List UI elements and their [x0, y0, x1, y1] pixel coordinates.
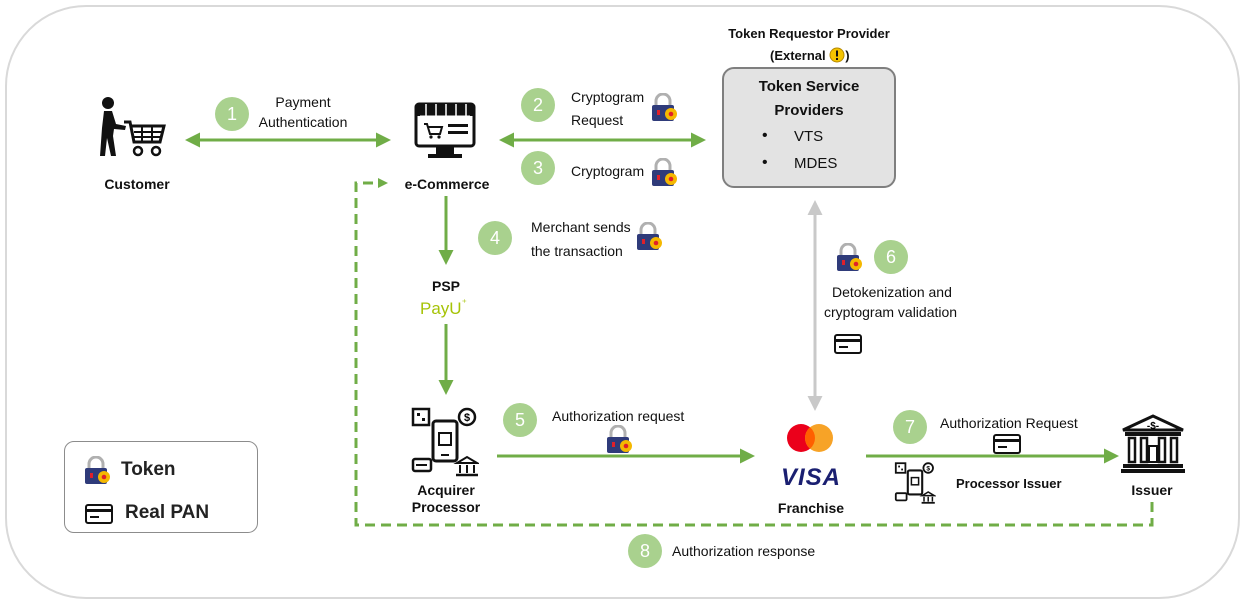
- token-requestor-external: (External ): [770, 46, 850, 66]
- token-requestor-title: Token Requestor Provider: [728, 26, 890, 41]
- token-lock-icon: [637, 222, 662, 250]
- step-4-label-line2: the transaction: [531, 243, 623, 259]
- step-8-label: Authorization response: [672, 543, 816, 559]
- dashed-arrow-head: [378, 178, 388, 188]
- svg-text:$: $: [926, 465, 930, 472]
- step-6-label-line2: cryptogram validation: [824, 304, 958, 320]
- svg-text:$: $: [464, 412, 470, 424]
- mastercard-logo-icon: [787, 424, 833, 452]
- step-4-badge: 4: [478, 221, 512, 255]
- credit-card-icon: [834, 334, 862, 354]
- step-4-label-line1: Merchant sends: [531, 219, 631, 235]
- step-6-label-line1: Detokenization and: [832, 284, 952, 300]
- credit-card-icon: [993, 434, 1021, 454]
- legend-real-pan-label: Real PAN: [125, 502, 210, 523]
- visa-logo: VISA: [780, 464, 841, 491]
- token-lock-icon: [837, 243, 862, 271]
- issuer-label: Issuer: [1131, 482, 1173, 498]
- step-3-badge: 3: [521, 151, 555, 185]
- bank-issuer-icon: -$-: [1121, 414, 1185, 473]
- step-6-badge: 6: [874, 240, 908, 274]
- payu-wordmark: PayU: [420, 299, 462, 318]
- tsp-title-line2: Providers: [774, 102, 844, 119]
- outer-frame: [5, 5, 1240, 599]
- external-close: ): [845, 48, 850, 63]
- acquirer-processor-icon: $: [411, 407, 479, 477]
- ecommerce-label: e-Commerce: [404, 176, 490, 192]
- tsp-item-vts: VTS: [794, 128, 824, 145]
- step-8-badge: 8: [628, 534, 662, 568]
- step-1-badge: 1: [215, 97, 249, 131]
- tsp-title-line1: Token Service: [758, 78, 860, 95]
- step-1-label-line2: Authentication: [258, 114, 348, 130]
- dashed-authorization-response: [354, 181, 1154, 527]
- legend-token-label: Token: [121, 459, 176, 480]
- processor-issuer-label: Processor Issuer: [956, 476, 1062, 491]
- legend-box: Token Real PAN: [64, 441, 258, 533]
- psp-label: PSP: [431, 278, 460, 294]
- processor-issuer-icon: $: [894, 462, 936, 504]
- tsp-item-mdes: MDES: [794, 155, 838, 172]
- payu-logo: PayU⁺: [420, 298, 467, 319]
- token-lock-icon: [652, 93, 677, 121]
- shopping-cart-customer-icon: [100, 97, 166, 157]
- step-5-badge: 5: [503, 403, 537, 437]
- step-3-label: Cryptogram: [571, 163, 645, 179]
- token-lock-icon: [652, 158, 677, 186]
- step-7-label: Authorization Request: [940, 415, 1078, 431]
- tsp-bullet-vts: •: [762, 127, 768, 144]
- token-lock-icon: [607, 425, 632, 453]
- tsp-bullet-mdes: •: [762, 154, 768, 171]
- svg-text:-$-: -$-: [1147, 421, 1159, 432]
- franchise-label: Franchise: [777, 500, 845, 516]
- customer-label: Customer: [104, 176, 170, 192]
- token-lock-icon: [85, 456, 110, 484]
- acquirer-label-line2: Processor: [411, 499, 481, 515]
- acquirer-label-line1: Acquirer: [417, 482, 475, 498]
- warning-icon: [829, 47, 845, 63]
- storefront-ecommerce-icon: [414, 102, 476, 158]
- credit-card-icon: [85, 504, 113, 524]
- step-2-label-line2: Request: [571, 112, 624, 128]
- step-5-label: Authorization request: [552, 408, 685, 424]
- step-2-badge: 2: [521, 88, 555, 122]
- token-service-providers-box: Token Service Providers • VTS • MDES: [722, 67, 896, 188]
- external-label: (External: [770, 48, 826, 63]
- step-2-label-line1: Cryptogram: [571, 89, 645, 105]
- step-1-label-line1: Payment: [275, 94, 331, 110]
- step-7-badge: 7: [893, 410, 927, 444]
- payu-sparkle-icon: ⁺: [461, 298, 467, 309]
